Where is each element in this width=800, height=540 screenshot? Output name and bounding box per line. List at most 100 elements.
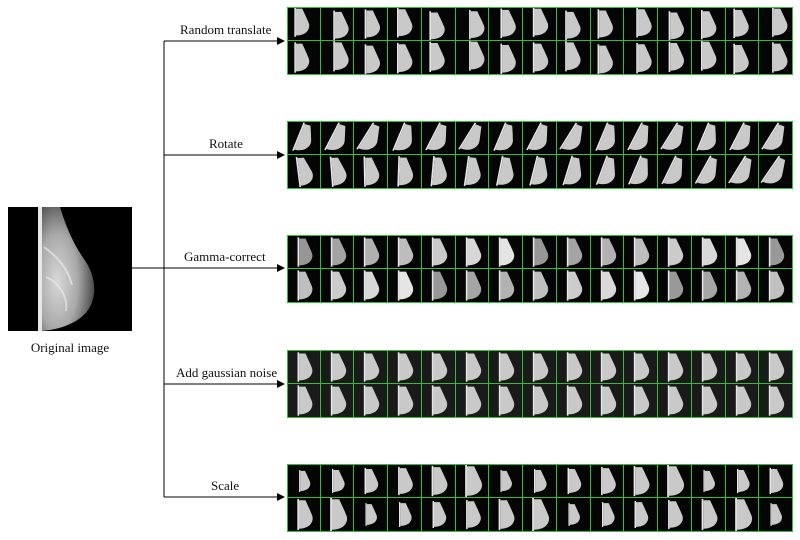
- thumbnail-tile: [320, 121, 355, 155]
- thumbnail-tile: [556, 41, 591, 75]
- thumbnail-tile: [354, 155, 389, 189]
- thumbnail-tile: [759, 350, 793, 384]
- thumbnail-tile: [388, 7, 422, 41]
- thumbnail-tile: [759, 269, 793, 303]
- thumbnail-tile: [759, 121, 793, 155]
- thumbnail-tile: [523, 235, 557, 269]
- thumbnail-tile: [759, 7, 793, 41]
- thumbnail-tile: [421, 155, 456, 189]
- thumbnail-tile: [320, 464, 355, 498]
- thumbnail-tile: [624, 121, 659, 155]
- thumbnail-tile: [388, 121, 422, 155]
- thumbnail-tile: [489, 7, 524, 41]
- thumbnail-tile: [556, 155, 591, 189]
- thumbnail-tile: [421, 41, 456, 75]
- thumbnail-tile: [590, 498, 625, 532]
- original-mammogram-image: [8, 207, 132, 331]
- thumbnail-tile: [421, 498, 456, 532]
- thumbnail-tile: [590, 155, 625, 189]
- thumbnail-tile: [287, 350, 321, 384]
- thumbnail-tile: [523, 41, 557, 75]
- label-gamma-correct: Gamma-correct: [184, 249, 266, 264]
- thumbnail-tile: [455, 464, 490, 498]
- thumbnail-tile: [556, 7, 591, 41]
- thumbnail-tile: [421, 235, 456, 269]
- thumbnail-tile: [354, 384, 389, 418]
- thumbnail-tile: [421, 350, 456, 384]
- thumbnail-tile: [725, 350, 760, 384]
- thumbnail-tile: [556, 269, 591, 303]
- thumbnail-tile: [523, 498, 557, 532]
- thumbnail-tile: [759, 155, 793, 189]
- thumbnail-tile: [287, 464, 321, 498]
- thumbnail-tile: [759, 235, 793, 269]
- thumbnail-tile: [590, 121, 625, 155]
- thumbnail-tile: [421, 384, 456, 418]
- thumbnail-tile: [388, 155, 422, 189]
- grid-rotate: [287, 121, 793, 189]
- thumbnail-tile: [489, 464, 524, 498]
- thumbnail-tile: [354, 269, 389, 303]
- thumbnail-tile: [354, 464, 389, 498]
- thumbnail-tile: [455, 41, 490, 75]
- thumbnail-tile: [489, 121, 524, 155]
- thumbnail-tile: [455, 7, 490, 41]
- thumbnail-tile: [556, 464, 591, 498]
- thumbnail-tile: [388, 498, 422, 532]
- thumbnail-tile: [455, 121, 490, 155]
- thumbnail-tile: [658, 7, 692, 41]
- thumbnail-tile: [455, 350, 490, 384]
- thumbnail-tile: [354, 121, 389, 155]
- thumbnail-tile: [658, 498, 692, 532]
- thumbnail-tile: [590, 350, 625, 384]
- thumbnail-tile: [421, 121, 456, 155]
- thumbnail-tile: [455, 498, 490, 532]
- thumbnail-tile: [725, 384, 760, 418]
- thumbnail-tile: [691, 121, 726, 155]
- thumbnail-tile: [590, 41, 625, 75]
- thumbnail-tile: [489, 498, 524, 532]
- thumbnail-tile: [658, 155, 692, 189]
- thumbnail-tile: [523, 7, 557, 41]
- thumbnail-tile: [320, 41, 355, 75]
- thumbnail-tile: [354, 41, 389, 75]
- thumbnail-tile: [421, 7, 456, 41]
- thumbnail-tile: [354, 7, 389, 41]
- thumbnail-tile: [658, 464, 692, 498]
- thumbnail-tile: [624, 464, 659, 498]
- thumbnail-tile: [388, 350, 422, 384]
- label-random-translate: Random translate: [180, 22, 272, 37]
- thumbnail-tile: [624, 41, 659, 75]
- thumbnail-tile: [691, 235, 726, 269]
- thumbnail-tile: [489, 155, 524, 189]
- thumbnail-tile: [287, 235, 321, 269]
- thumbnail-tile: [523, 269, 557, 303]
- thumbnail-tile: [556, 350, 591, 384]
- thumbnail-tile: [658, 121, 692, 155]
- thumbnail-tile: [725, 464, 760, 498]
- thumbnail-tile: [658, 269, 692, 303]
- thumbnail-tile: [354, 235, 389, 269]
- grid-scale: [287, 464, 793, 532]
- thumbnail-tile: [320, 7, 355, 41]
- thumbnail-tile: [691, 7, 726, 41]
- thumbnail-tile: [523, 121, 557, 155]
- thumbnail-tile: [759, 41, 793, 75]
- thumbnail-tile: [388, 269, 422, 303]
- label-rotate: Rotate: [209, 136, 243, 151]
- grid-gamma-correct: [287, 235, 793, 303]
- thumbnail-tile: [287, 384, 321, 418]
- thumbnail-tile: [590, 464, 625, 498]
- thumbnail-tile: [523, 464, 557, 498]
- thumbnail-tile: [624, 350, 659, 384]
- thumbnail-tile: [725, 41, 760, 75]
- thumbnail-tile: [455, 269, 490, 303]
- thumbnail-tile: [691, 498, 726, 532]
- thumbnail-tile: [489, 235, 524, 269]
- thumbnail-tile: [489, 269, 524, 303]
- thumbnail-tile: [759, 498, 793, 532]
- thumbnail-tile: [320, 384, 355, 418]
- thumbnail-tile: [556, 235, 591, 269]
- thumbnail-tile: [658, 41, 692, 75]
